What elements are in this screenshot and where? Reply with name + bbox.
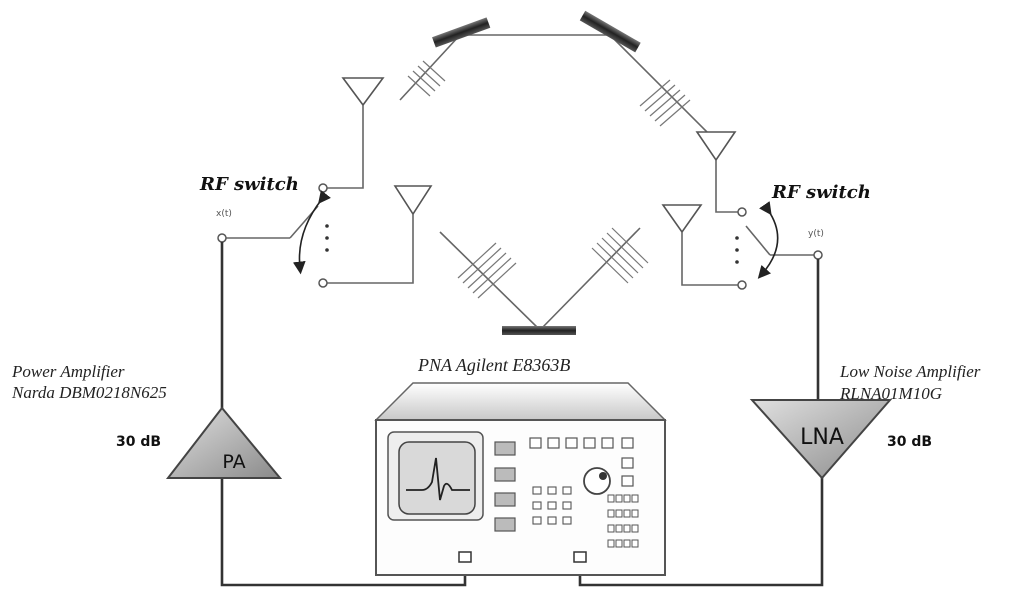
softkey-column <box>494 441 516 532</box>
power-amplifier: PA <box>165 406 283 479</box>
rf-switch-right <box>735 201 823 290</box>
network-analyzer <box>374 382 667 576</box>
reflector-top-left <box>432 17 491 48</box>
analyzer-label: PNA Agilent E8363B <box>417 355 570 375</box>
keypad-right <box>607 494 639 548</box>
wavefront-top-left <box>407 60 446 97</box>
lna-label-line2: RLNA01M10G <box>839 384 942 403</box>
antenna-tx-lower <box>327 185 433 284</box>
antenna-tx-upper <box>327 77 385 189</box>
pa-gain: 30 dB <box>116 434 161 450</box>
wavefront-bottom-right <box>591 227 649 284</box>
antenna-rx-upper <box>695 131 738 213</box>
rf-switch-left <box>217 183 331 288</box>
port-2 <box>573 551 587 563</box>
wavefront-bottom-left <box>457 242 517 299</box>
reflector-top-right <box>579 10 641 53</box>
control-knob <box>583 467 611 495</box>
rf-switch-left-signal: x(t) <box>216 209 232 219</box>
pa-label-line1: Power Amplifier <box>11 362 125 381</box>
lna-symbol: LNA <box>800 425 844 450</box>
wavefront-top-right <box>639 79 691 127</box>
pa-label-line2: Narda DBM0218N625 <box>11 383 167 402</box>
pa-symbol: PA <box>222 451 245 473</box>
rf-switch-right-label: RF switch <box>771 182 871 203</box>
top-button-row <box>529 437 634 487</box>
lna-gain: 30 dB <box>887 434 932 450</box>
reflector-bottom <box>502 326 576 335</box>
rf-switch-left-label: RF switch <box>199 174 299 195</box>
beam-paths <box>399 34 716 331</box>
antenna-rx-lower <box>661 204 738 286</box>
lna-label-line1: Low Noise Amplifier <box>839 362 981 381</box>
keypad-left <box>532 486 572 525</box>
port-1 <box>458 551 472 563</box>
analyzer-screen-trace <box>406 457 470 501</box>
low-noise-amplifier: LNA <box>749 399 893 480</box>
rf-switch-right-signal: y(t) <box>808 229 824 239</box>
